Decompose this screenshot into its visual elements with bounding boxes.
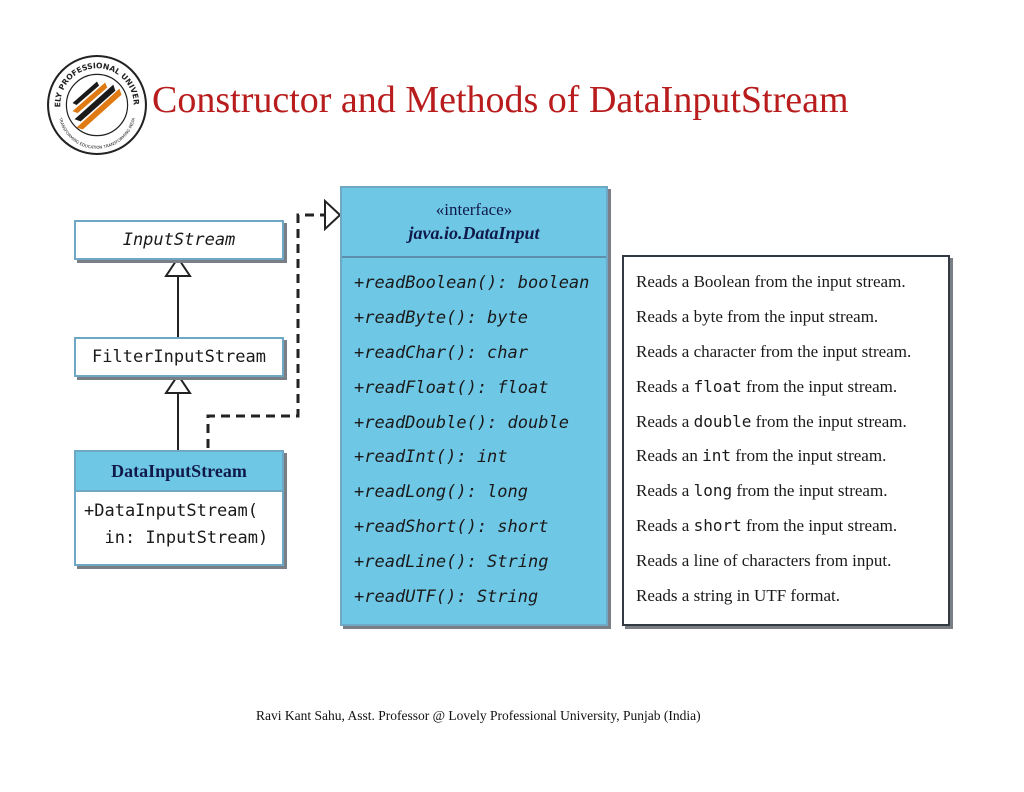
interface-name: java.io.DataInput bbox=[408, 223, 540, 243]
description-item: Reads a long from the input stream. bbox=[636, 481, 888, 501]
description-item: Reads a character from the input stream. bbox=[636, 341, 912, 361]
university-logo: LOVELY PROFESSIONAL UNIVERSITY TRANSFORM… bbox=[46, 54, 147, 155]
data-input-stream-class: DataInputStream +DataInputStream( in: In… bbox=[74, 450, 284, 566]
method-item: +readDouble(): double bbox=[354, 412, 569, 433]
inheritance-arrow-icon bbox=[164, 373, 192, 394]
description-item: Reads a short from the input stream. bbox=[636, 516, 898, 536]
filter-input-stream-label: FilterInputStream bbox=[92, 347, 266, 367]
method-description-list: Reads a Boolean from the input stream. R… bbox=[624, 257, 948, 618]
method-item: +readUTF(): String bbox=[354, 587, 539, 608]
method-item: +readLong(): long bbox=[354, 482, 528, 503]
input-stream-label: InputStream bbox=[122, 230, 236, 250]
method-item: +readBoolean(): boolean bbox=[354, 273, 590, 293]
interface-method-list: +readBoolean(): boolean +readByte(): byt… bbox=[342, 258, 606, 619]
method-description-box: Reads a Boolean from the input stream. R… bbox=[622, 255, 950, 626]
method-item: +readFloat(): float bbox=[354, 377, 549, 398]
data-input-stream-constructor: +DataInputStream( in: InputStream) bbox=[84, 501, 269, 548]
slide-title: Constructor and Methods of DataInputStre… bbox=[152, 79, 849, 121]
slide-footer: Ravi Kant Sahu, Asst. Professor @ Lovely… bbox=[256, 708, 701, 723]
logo-emblem-icon bbox=[72, 81, 122, 130]
data-input-stream-header: DataInputStream bbox=[76, 452, 282, 492]
description-item: Reads a double from the input stream. bbox=[636, 411, 907, 431]
description-item: Reads a float from the input stream. bbox=[636, 376, 898, 396]
method-item: +readInt(): int bbox=[354, 447, 508, 468]
description-item: Reads a Boolean from the input stream. bbox=[636, 272, 906, 291]
inheritance-arrow-icon bbox=[164, 256, 192, 277]
data-input-interface: «interface» java.io.DataInput +readBoole… bbox=[340, 186, 608, 626]
method-item: +readChar(): char bbox=[354, 342, 528, 363]
method-item: +readLine(): String bbox=[354, 552, 549, 573]
description-item: Reads a byte from the input stream. bbox=[636, 306, 879, 326]
method-item: +readShort(): short bbox=[354, 517, 549, 538]
input-stream-class: InputStream bbox=[74, 220, 284, 260]
filter-input-stream-class: FilterInputStream bbox=[74, 337, 284, 377]
interface-stereotype: «interface» bbox=[435, 200, 513, 219]
realization-arrow-icon bbox=[324, 198, 342, 232]
interface-header: «interface» java.io.DataInput bbox=[342, 188, 606, 258]
description-item: Reads a string in UTF format. bbox=[636, 586, 840, 606]
description-item: Reads an int from the input stream. bbox=[636, 446, 887, 466]
method-item: +readByte(): byte bbox=[354, 307, 528, 328]
description-item: Reads a line of characters from input. bbox=[636, 551, 892, 571]
